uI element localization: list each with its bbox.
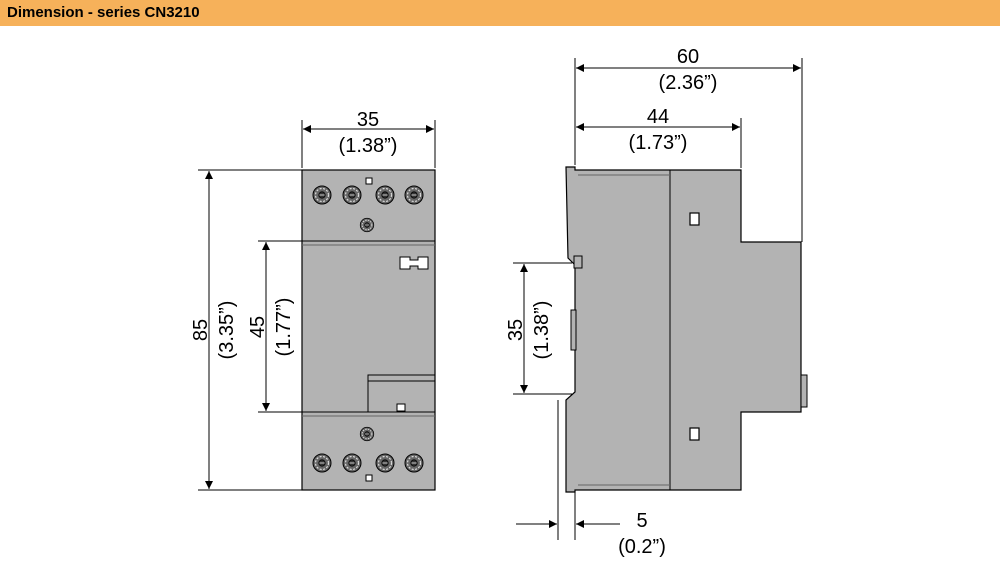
front-view: 35 (1.38”) 85 (3.35”) 45 (1.77”): [190, 109, 436, 491]
side-total-inch: (2.36”): [659, 72, 718, 94]
front-height-value: 85: [190, 319, 212, 341]
side-body: [565, 166, 802, 493]
side-total-value: 60: [677, 46, 699, 68]
side-offset-value: 5: [636, 510, 647, 532]
header-bar: Dimension - series CN3210: [0, 0, 1000, 26]
front-height-inch: (3.35”): [216, 301, 238, 360]
side-window-top: [689, 212, 700, 226]
bottom-terminals: [312, 426, 424, 482]
front-middle-inch: (1.77”): [273, 298, 295, 357]
indicator-window: [399, 256, 429, 270]
front-width-value: 35: [357, 109, 379, 131]
side-offset-inch: (0.2”): [618, 536, 666, 558]
side-rail-inch: (1.38”): [531, 301, 553, 360]
front-middle-value: 45: [247, 316, 269, 338]
side-window-bottom: [689, 427, 700, 441]
side-view: 60 (2.36”) 44 (1.73”) 35 (1.38”) 5 (0.2”…: [505, 46, 808, 558]
page-title: Dimension - series CN3210: [7, 4, 200, 21]
side-body-inch: (1.73”): [629, 132, 688, 154]
side-rail-value: 35: [505, 319, 527, 341]
side-body-value: 44: [647, 106, 669, 128]
front-width-inch: (1.38”): [339, 135, 398, 157]
front-body: [301, 169, 436, 491]
top-terminals: [312, 177, 424, 233]
